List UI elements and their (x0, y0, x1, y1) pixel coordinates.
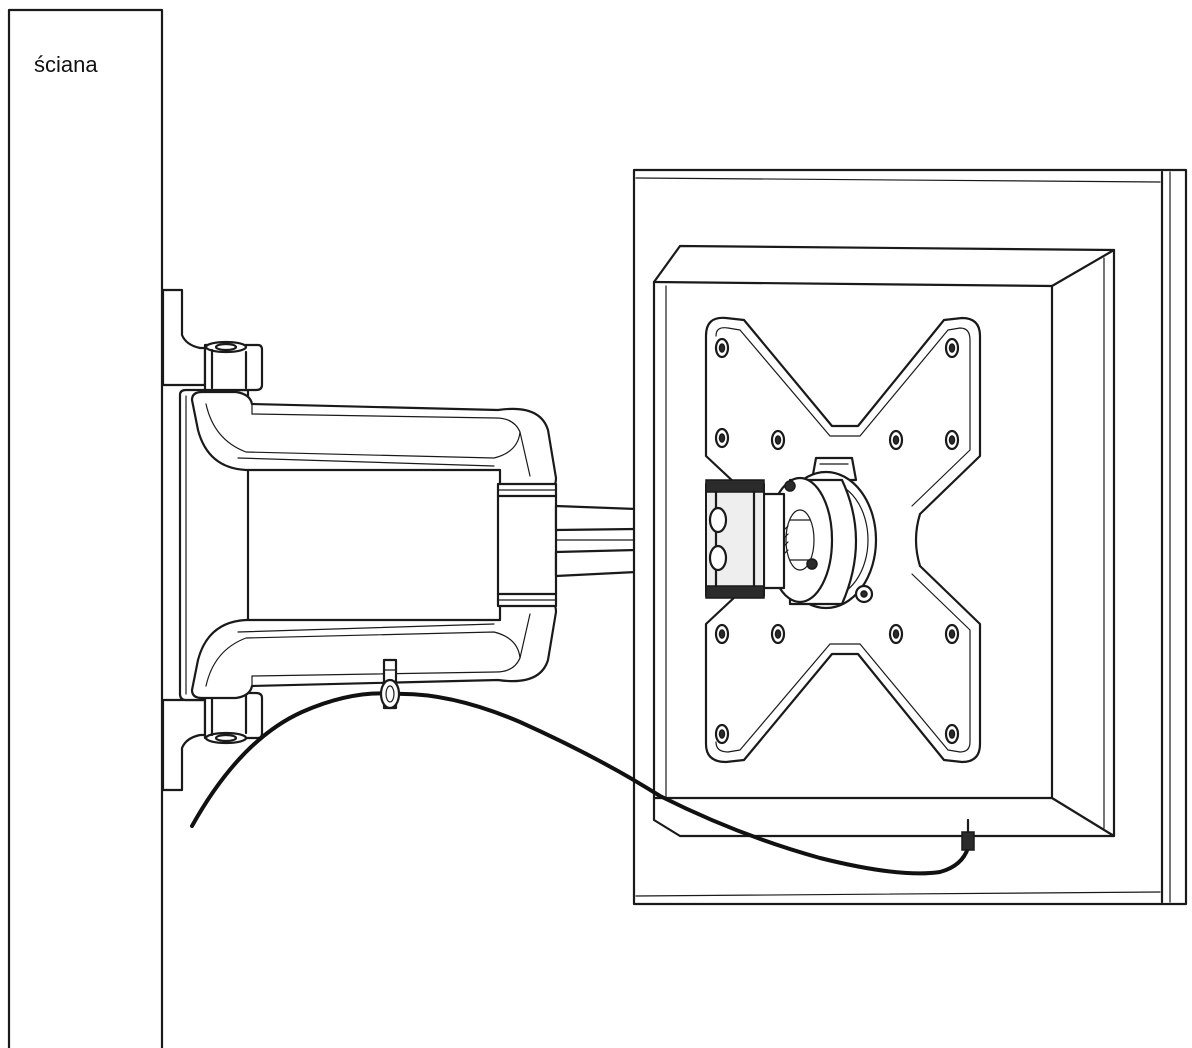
wall-bracket (161, 288, 264, 792)
cable (190, 691, 975, 876)
swing-arm (190, 390, 724, 700)
screw-holes (714, 337, 960, 745)
wall-label: ściana (34, 52, 98, 77)
tilt-head (705, 456, 878, 610)
cable-tie (379, 658, 401, 710)
wall (7, 8, 164, 1048)
